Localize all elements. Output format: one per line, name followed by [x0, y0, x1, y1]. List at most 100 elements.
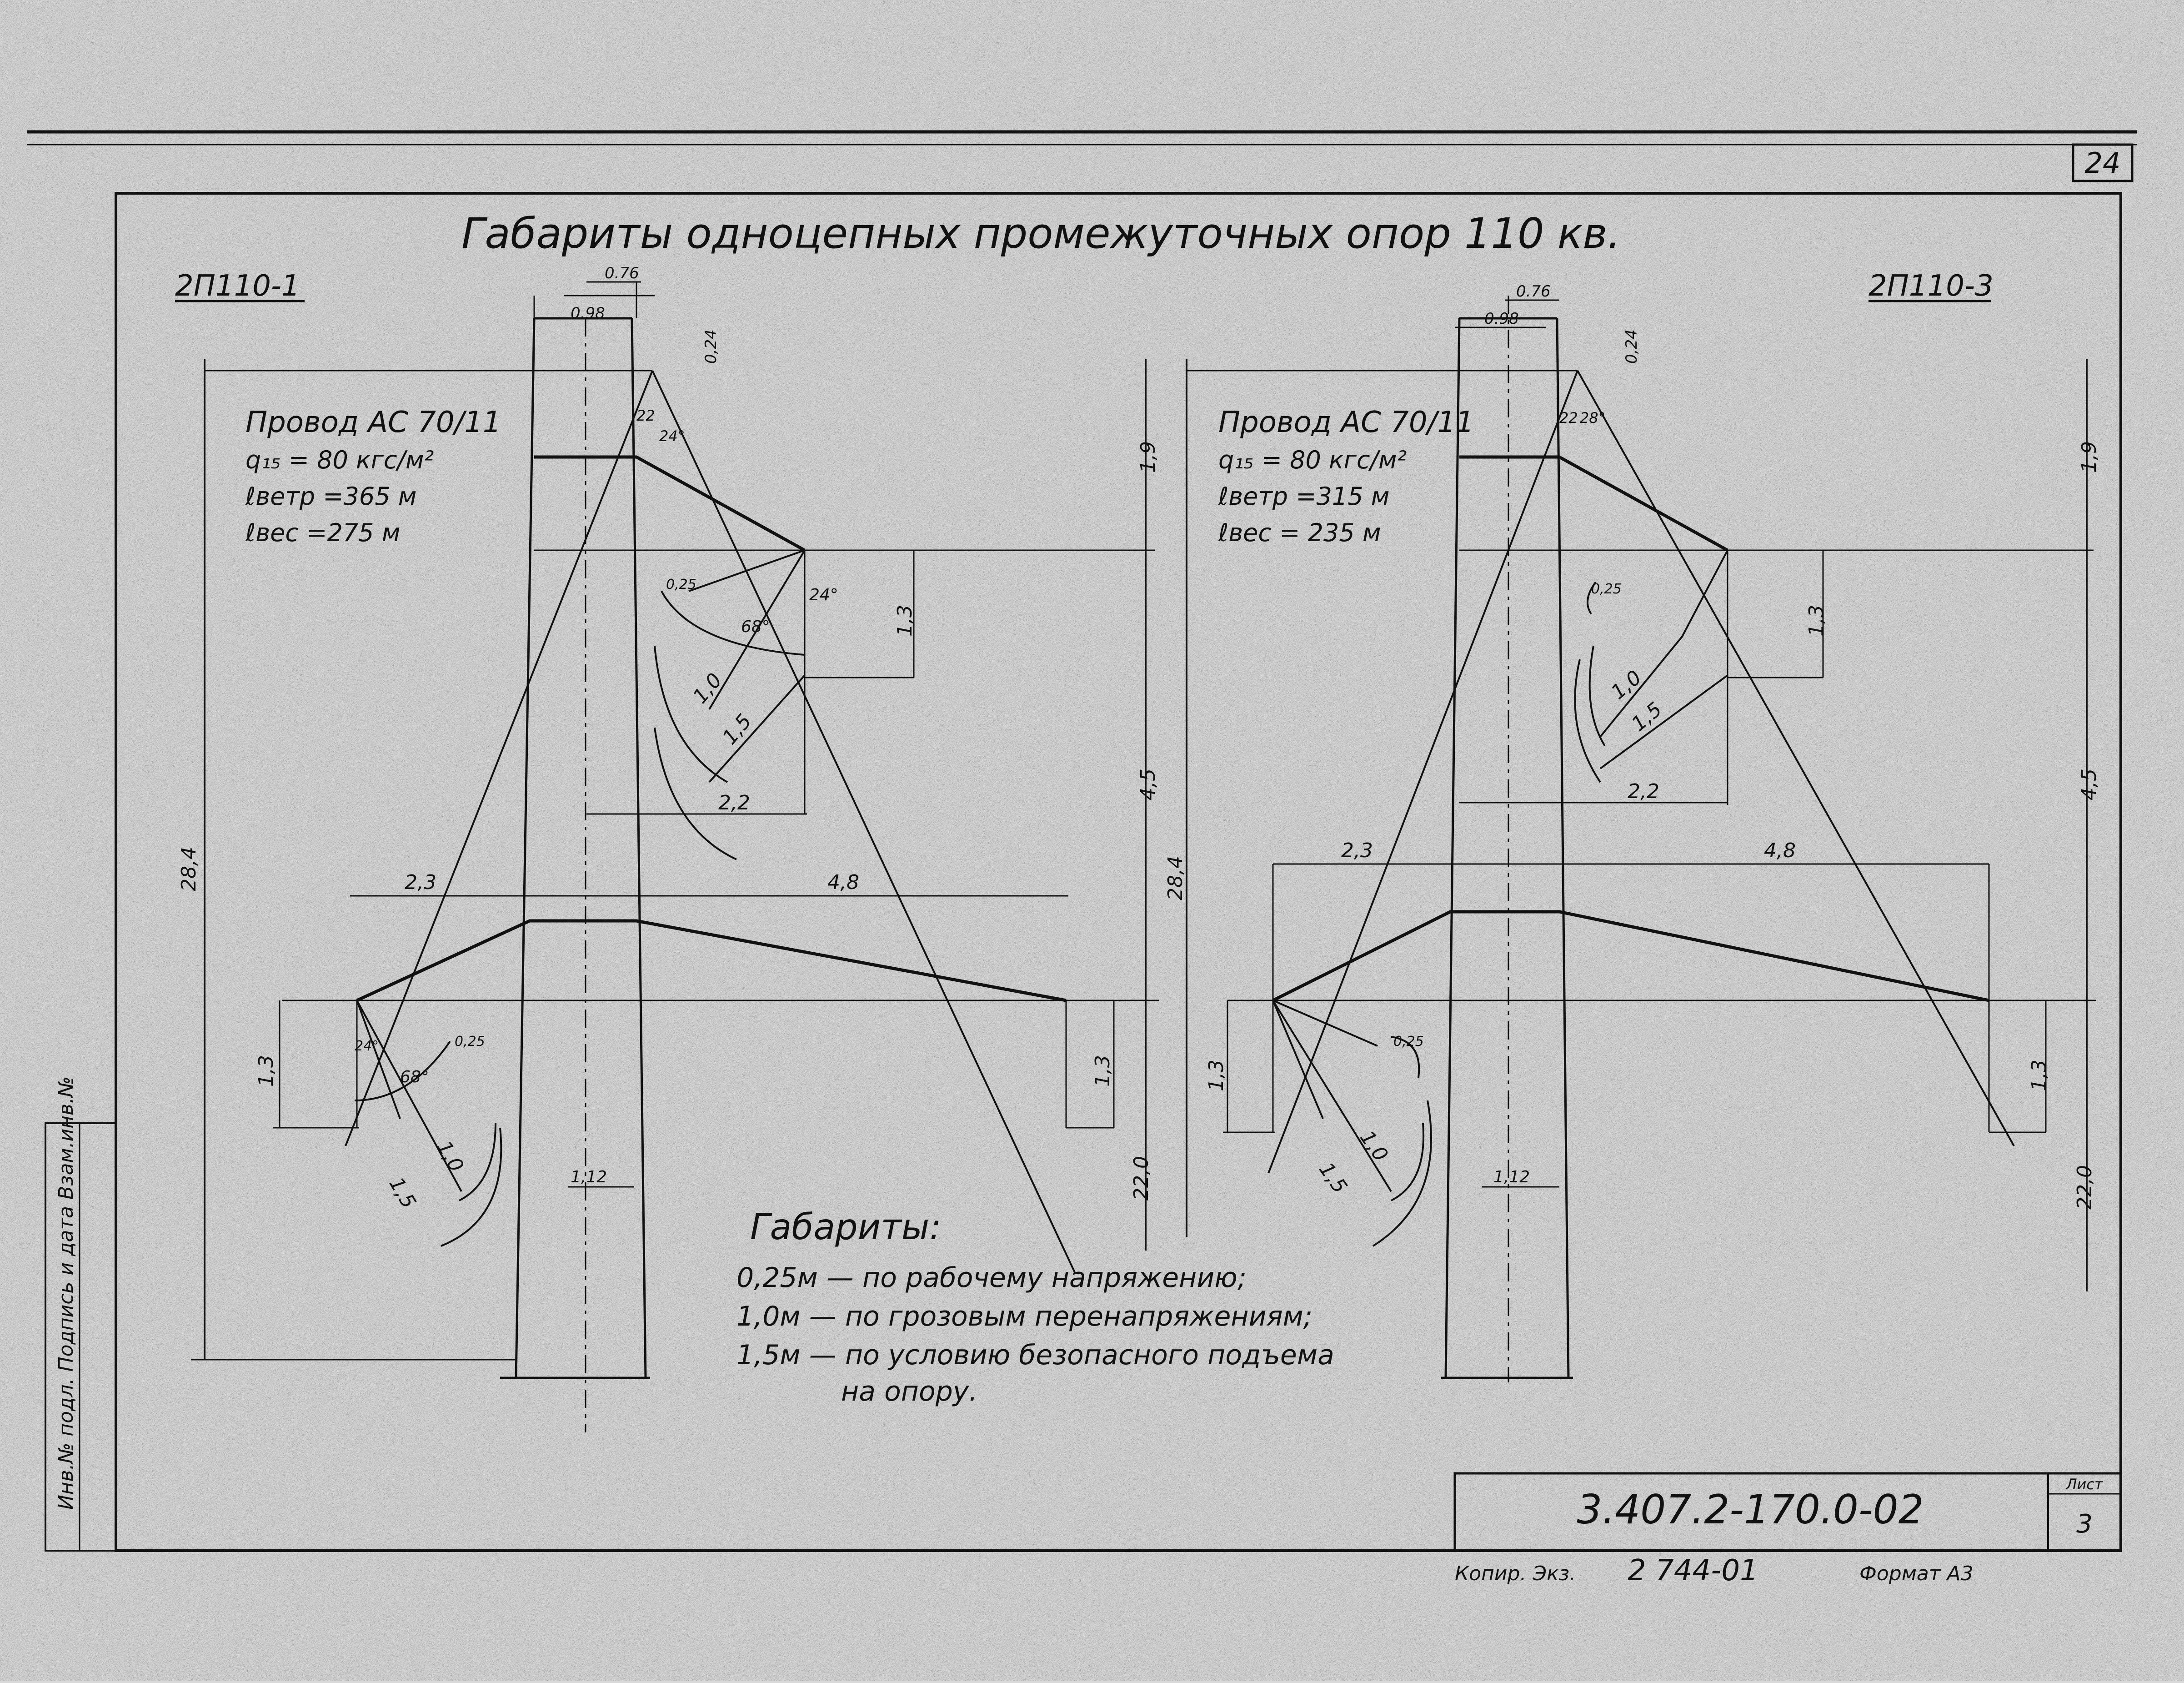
- right-tower-leg-left: [1444, 318, 1461, 1378]
- right-lower-crossarm: [1272, 910, 1989, 1002]
- right-upper-arc-15: [1574, 659, 1601, 783]
- left-lower-arc-025: [354, 1040, 451, 1101]
- right-upper-clearance-line-2: [1599, 674, 1728, 769]
- left-lvetr-label: ℓветр =365 м: [245, 482, 416, 511]
- page-number-box: [2072, 143, 2134, 182]
- left-lower-crossarm: [356, 919, 1067, 1002]
- left-angle-24-top: 24°: [659, 427, 685, 445]
- notes-line-1: 0,25м — по рабочему напряжению;: [736, 1262, 1247, 1294]
- left-angle-68-lower: 68°: [400, 1068, 429, 1086]
- left-protection-line-left: [345, 370, 653, 1146]
- right-dim-284: 28,4: [1164, 856, 1187, 900]
- right-angle-28: 28°: [1580, 409, 1606, 427]
- right-upper-clearance-line: [1599, 636, 1683, 738]
- right-tower-drawing: [1186, 296, 2096, 1382]
- left-protection-line-right: [651, 370, 1076, 1274]
- right-dim-45: 4,5: [2078, 769, 2101, 800]
- right-dim-22: 2,2: [1628, 780, 1659, 803]
- page-number: 24: [2085, 146, 2121, 180]
- left-lower-arc-10: [459, 1123, 496, 1201]
- right-upper-arc-025: [1587, 581, 1597, 615]
- left-dim-098: 0.98: [571, 304, 605, 322]
- right-lower-arc-15: [1372, 1100, 1432, 1247]
- left-upper-arc-025: [661, 591, 805, 656]
- left-dim-13-right: 1,3: [1091, 1055, 1114, 1087]
- left-upper-insulator-swing-2: [688, 549, 805, 592]
- left-lves-label: ℓвес =275 м: [245, 518, 400, 547]
- right-lower-arc-025: [1391, 1036, 1420, 1078]
- left-angle-24-lower: 24°: [355, 1038, 379, 1054]
- left-lower-clearance-line: [356, 1000, 462, 1192]
- right-protection-line-right: [1577, 370, 2015, 1146]
- left-dim-48: 4,8: [827, 871, 859, 894]
- left-dim-112: 1,12: [571, 1168, 607, 1186]
- left-upper-insulator-swing: [708, 549, 806, 710]
- notes-line-3: 1,5м — по условию безопасного подъема: [736, 1339, 1334, 1371]
- right-upper-insulator-swing: [1681, 550, 1728, 637]
- right-dim-23: 2,3: [1341, 839, 1373, 862]
- left-lower-insulator-swing: [356, 1000, 401, 1119]
- right-dim-48: 4,8: [1764, 839, 1796, 862]
- right-dim-13-left: 1,3: [1205, 1060, 1228, 1091]
- left-upper-r025: 0,25: [666, 577, 696, 593]
- sheet-number: 3: [2076, 1509, 2093, 1539]
- right-upper-arc-10: [1588, 645, 1606, 747]
- stamp-copied: Копир. Экз.: [1455, 1562, 1576, 1585]
- notes-line-2: 1,0м — по грозовым перенапряжениям;: [736, 1301, 1312, 1332]
- right-lower-clearance-line: [1272, 1000, 1392, 1192]
- left-upper-arc-10: [654, 645, 728, 783]
- left-angle-68-upper: 68°: [741, 618, 770, 636]
- right-lves-label: ℓвес = 235 м: [1218, 518, 1381, 547]
- right-dim-112: 1,12: [1493, 1168, 1530, 1186]
- left-dim-22: 2,2: [718, 791, 750, 814]
- sheet-label: Лист: [2065, 1476, 2103, 1493]
- stamp-format: Формат А3: [1859, 1562, 1974, 1585]
- drawing-title: Габариты одноцепных промежуточных опор 1…: [461, 209, 1621, 258]
- title-block: 3.407.2-170.0-02 Лист 3 Копир. Экз. 2 74…: [1453, 1472, 2122, 1588]
- right-lower-arc-10: [1391, 1123, 1425, 1201]
- left-angle-24-upper: 24°: [809, 586, 838, 604]
- left-angle-22: 22: [636, 407, 655, 424]
- left-upper-crossarm: [534, 455, 806, 552]
- clearance-notes: Габариты: 0,25м — по рабочему напряжению…: [736, 1207, 1334, 1407]
- right-dim-13-right: 1,3: [2028, 1060, 2051, 1091]
- notes-heading: Габариты:: [750, 1207, 942, 1248]
- right-dim-13-upper: 1,3: [1805, 605, 1828, 637]
- left-dim-220: 22,0: [1130, 1156, 1153, 1201]
- left-q15-label: q₁₅ = 80 кгс/м²: [245, 446, 434, 474]
- left-tower-drawing: [191, 281, 1159, 1432]
- notes-line-4: на опору.: [841, 1376, 977, 1407]
- right-dim-19: 1,9: [2078, 441, 2101, 473]
- left-dim-13-left: 1,3: [255, 1055, 278, 1087]
- left-tower-name: 2П110-1: [175, 269, 300, 303]
- left-upper-arc-15: [654, 727, 737, 860]
- left-lower-arc-15: [441, 1127, 502, 1247]
- right-dim-024: 0,24: [1623, 329, 1641, 364]
- left-dim-13-upper: 1,3: [893, 605, 917, 637]
- left-dim-076: 0.76: [605, 264, 639, 282]
- left-upper-clearance-line: [708, 674, 806, 783]
- drawing-frame: [115, 192, 2122, 1552]
- left-tower-leg-left: [515, 318, 536, 1378]
- right-dim-098: 0.98: [1484, 310, 1519, 328]
- right-protection-line-left: [1267, 370, 1578, 1174]
- right-wire-label: Провод АС 70/11: [1218, 406, 1474, 439]
- stamp-order: 2 744-01: [1628, 1554, 1758, 1588]
- right-upper-r025: 0,25: [1591, 581, 1622, 597]
- left-tower-leg-right: [631, 318, 647, 1378]
- left-dim-45: 4,5: [1137, 769, 1160, 800]
- right-tower-leg-right: [1556, 318, 1570, 1378]
- right-upper-crossarm: [1459, 455, 1728, 552]
- binding-strip: [45, 1122, 117, 1552]
- binding-strip-label: Инв.№ подл. Подпись и дата Взам.инв.№: [55, 1076, 78, 1510]
- right-lower-r025: 0,25: [1393, 1034, 1424, 1050]
- left-lower-r025: 0,25: [455, 1034, 485, 1050]
- right-lvetr-label: ℓветр =315 м: [1218, 482, 1389, 511]
- right-lower-clearance-line-2: [1272, 1000, 1378, 1047]
- right-tower-name: 2П110-3: [1868, 269, 1994, 303]
- left-dim-19: 1,9: [1137, 441, 1160, 473]
- right-lower-insulator-swing: [1272, 1000, 1324, 1119]
